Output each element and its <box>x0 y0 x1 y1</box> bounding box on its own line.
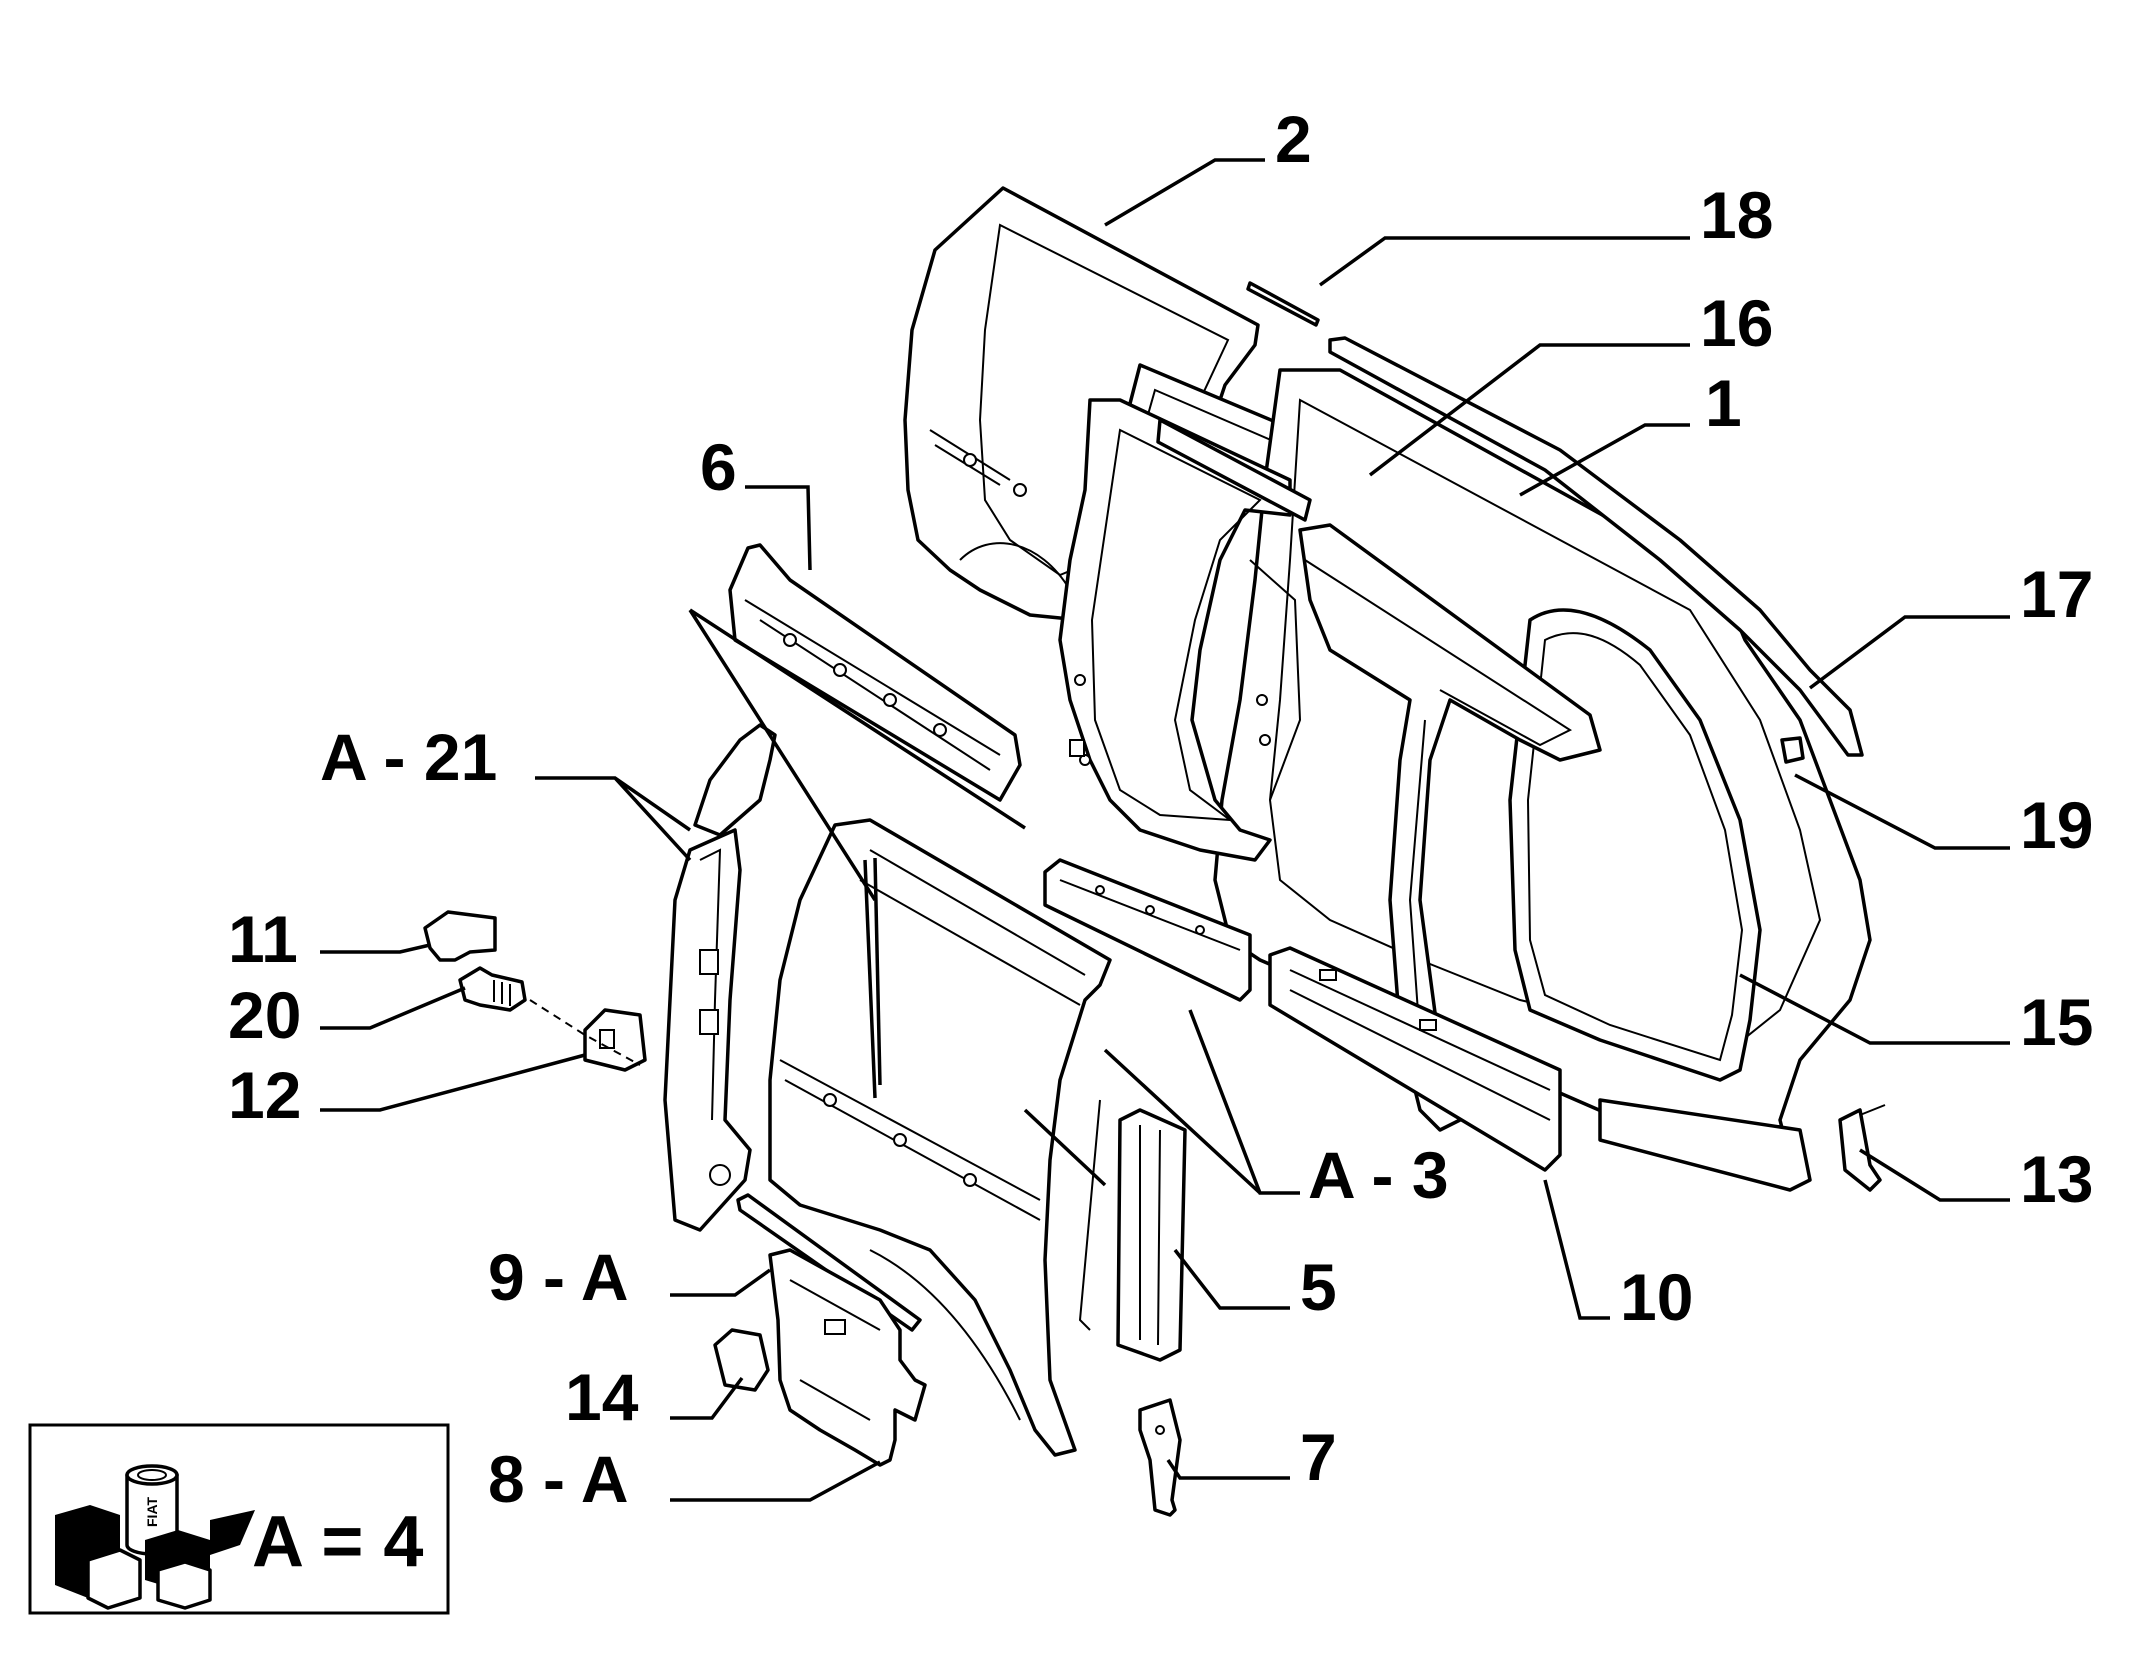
callout-7: 7 <box>1300 1420 1337 1494</box>
callout-5: 5 <box>1300 1250 1337 1324</box>
callout-19: 19 <box>2020 788 2093 862</box>
part-5-pillar-strip <box>1078 1099 1187 1362</box>
callout-12: 12 <box>228 1058 301 1132</box>
callout-A3: A - 3 <box>1308 1138 1449 1212</box>
logo-text: FIAT <box>144 1496 160 1527</box>
part-19-clip <box>1780 736 1805 764</box>
part-3-sill-upper <box>1043 858 1252 1002</box>
callout-8A: 8 - A <box>488 1442 629 1516</box>
part-21-rear-pillar <box>663 723 777 1232</box>
callout-14: 14 <box>565 1360 639 1434</box>
callout-1: 1 <box>1705 366 1742 440</box>
callout-A21: A - 21 <box>320 720 497 794</box>
callout-6: 6 <box>700 430 737 504</box>
callout-18: 18 <box>1700 178 1773 252</box>
part-17-roof-rail <box>1328 336 1864 757</box>
part-b-pillar-frame <box>1058 398 1312 862</box>
assembly-axis <box>529 999 641 1066</box>
callout-15: 15 <box>2020 985 2093 1059</box>
sealant-logo-icon: FIAT <box>55 1464 255 1610</box>
callout-13: 13 <box>2020 1142 2093 1216</box>
part-12-hinge <box>583 1008 647 1072</box>
part-14-cover-plate <box>713 1328 770 1392</box>
callout-10: 10 <box>1620 1260 1693 1334</box>
callout-11: 11 <box>228 902 298 976</box>
part-20-bolt <box>458 966 527 1012</box>
legend: FIAT A = 4 <box>28 1423 450 1615</box>
leader-lines <box>320 158 2010 1502</box>
callout-2: 2 <box>1275 102 1312 176</box>
callout-16: 16 <box>1700 286 1773 360</box>
callout-20: 20 <box>228 978 301 1052</box>
part-7-bracket <box>1138 1398 1182 1517</box>
callout-labels: 2 18 16 1 6 17 A - 21 19 11 20 15 12 A -… <box>228 102 2093 1516</box>
part-18-trim-strip <box>1246 281 1320 327</box>
part-10-sill-lower <box>1268 946 1812 1192</box>
legend-text: A = 4 <box>252 1502 423 1582</box>
callout-17: 17 <box>2020 557 2093 631</box>
callout-9A: 9 - A <box>488 1240 629 1314</box>
part-6-cross-member <box>728 543 1022 802</box>
part-8-wheelarch-panel <box>768 1248 927 1467</box>
part-11-bracket <box>423 910 497 962</box>
part-13-bracket <box>1838 1104 1886 1192</box>
part-rear-side-panel <box>768 818 1112 1457</box>
